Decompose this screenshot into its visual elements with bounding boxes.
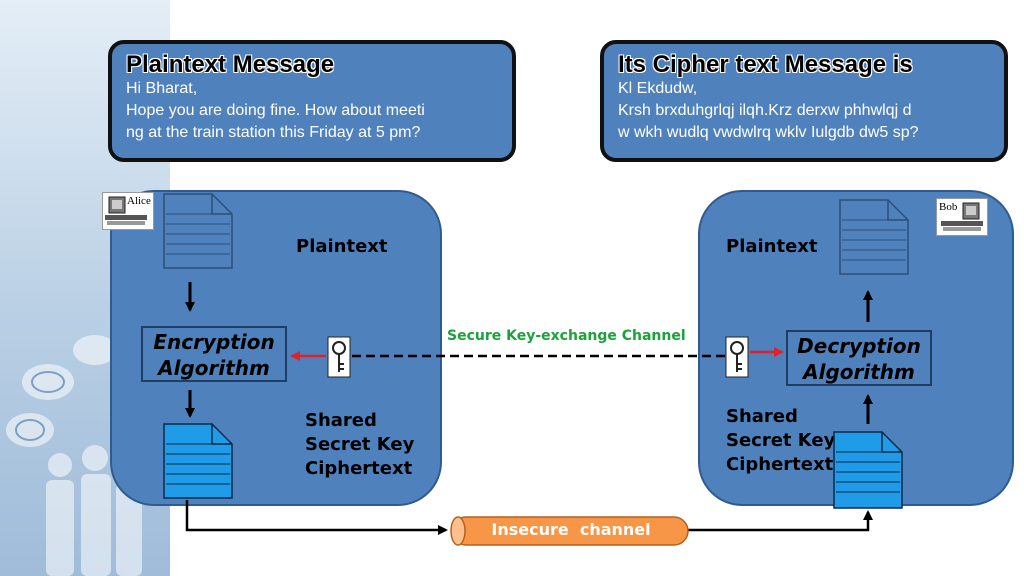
bob-plaintext-label: Plaintext: [726, 236, 818, 257]
cipher-message-box: Its Cipher text Message is Kl Ekdudw, Kr…: [600, 40, 1008, 162]
cipher-line-1: Kl Ekdudw,: [618, 80, 698, 97]
bob-name: Bob: [939, 201, 958, 213]
alice-plaintext-label: Plaintext: [296, 236, 388, 257]
encryption-algorithm-label: Algorithm: [158, 356, 270, 380]
plaintext-line-2: Hope you are doing fine. How about meeti: [126, 102, 425, 119]
insecure-channel-to-bob-line: [688, 510, 873, 532]
bob-ciphertext-label: Ciphertext: [726, 454, 834, 475]
decryption-label: Decryption: [797, 334, 921, 358]
insecure-channel-label: Insecure channel: [491, 520, 651, 539]
bob-key-icon: [725, 336, 749, 378]
cipher-message-title: Its Cipher text Message is: [618, 51, 913, 78]
alice-plaintext-document-icon: [163, 193, 233, 269]
alice-computer-icon: Alice: [102, 192, 154, 230]
bob-ciphertext-document-icon: [833, 431, 903, 509]
alice-shared-label: Shared: [305, 410, 377, 431]
bob-computer-icon: Bob: [936, 198, 988, 236]
cipher-line-3: w wkh wudlq vwdwlrq wklv Iulgdb dw5 sp?: [618, 124, 919, 141]
alice-key-icon: [327, 336, 351, 378]
bob-shared-label: Shared: [726, 406, 798, 427]
decryption-algorithm-label: Algorithm: [803, 360, 915, 384]
alice-secret-key-label: Secret Key: [305, 434, 415, 455]
bob-plaintext-document-icon: [839, 199, 909, 275]
alice-to-insecure-channel-line: [185, 500, 448, 535]
plaintext-line-3: ng at the train station this Friday at 5…: [126, 124, 421, 141]
plaintext-line-1: Hi Bharat,: [126, 80, 198, 97]
bob-secret-key-label: Secret Key: [726, 430, 836, 451]
decryption-algorithm-box: Decryption Algorithm: [786, 330, 932, 386]
secure-channel-label: Secure Key-exchange Channel: [447, 328, 686, 344]
plaintext-message-box: Plaintext Message Hi Bharat, Hope you ar…: [108, 40, 516, 162]
alice-name: Alice: [127, 195, 151, 207]
alice-ciphertext-label: Ciphertext: [305, 458, 413, 479]
encryption-label: Encryption: [153, 330, 275, 354]
alice-ciphertext-document-icon: [163, 423, 233, 499]
encryption-algorithm-box: Encryption Algorithm: [141, 326, 287, 382]
cipher-line-2: Krsh brxduhgrlqj ilqh.Krz derxw phhwlqj …: [618, 102, 912, 119]
insecure-channel-pipe: [450, 516, 689, 546]
plaintext-message-title: Plaintext Message: [126, 51, 335, 78]
